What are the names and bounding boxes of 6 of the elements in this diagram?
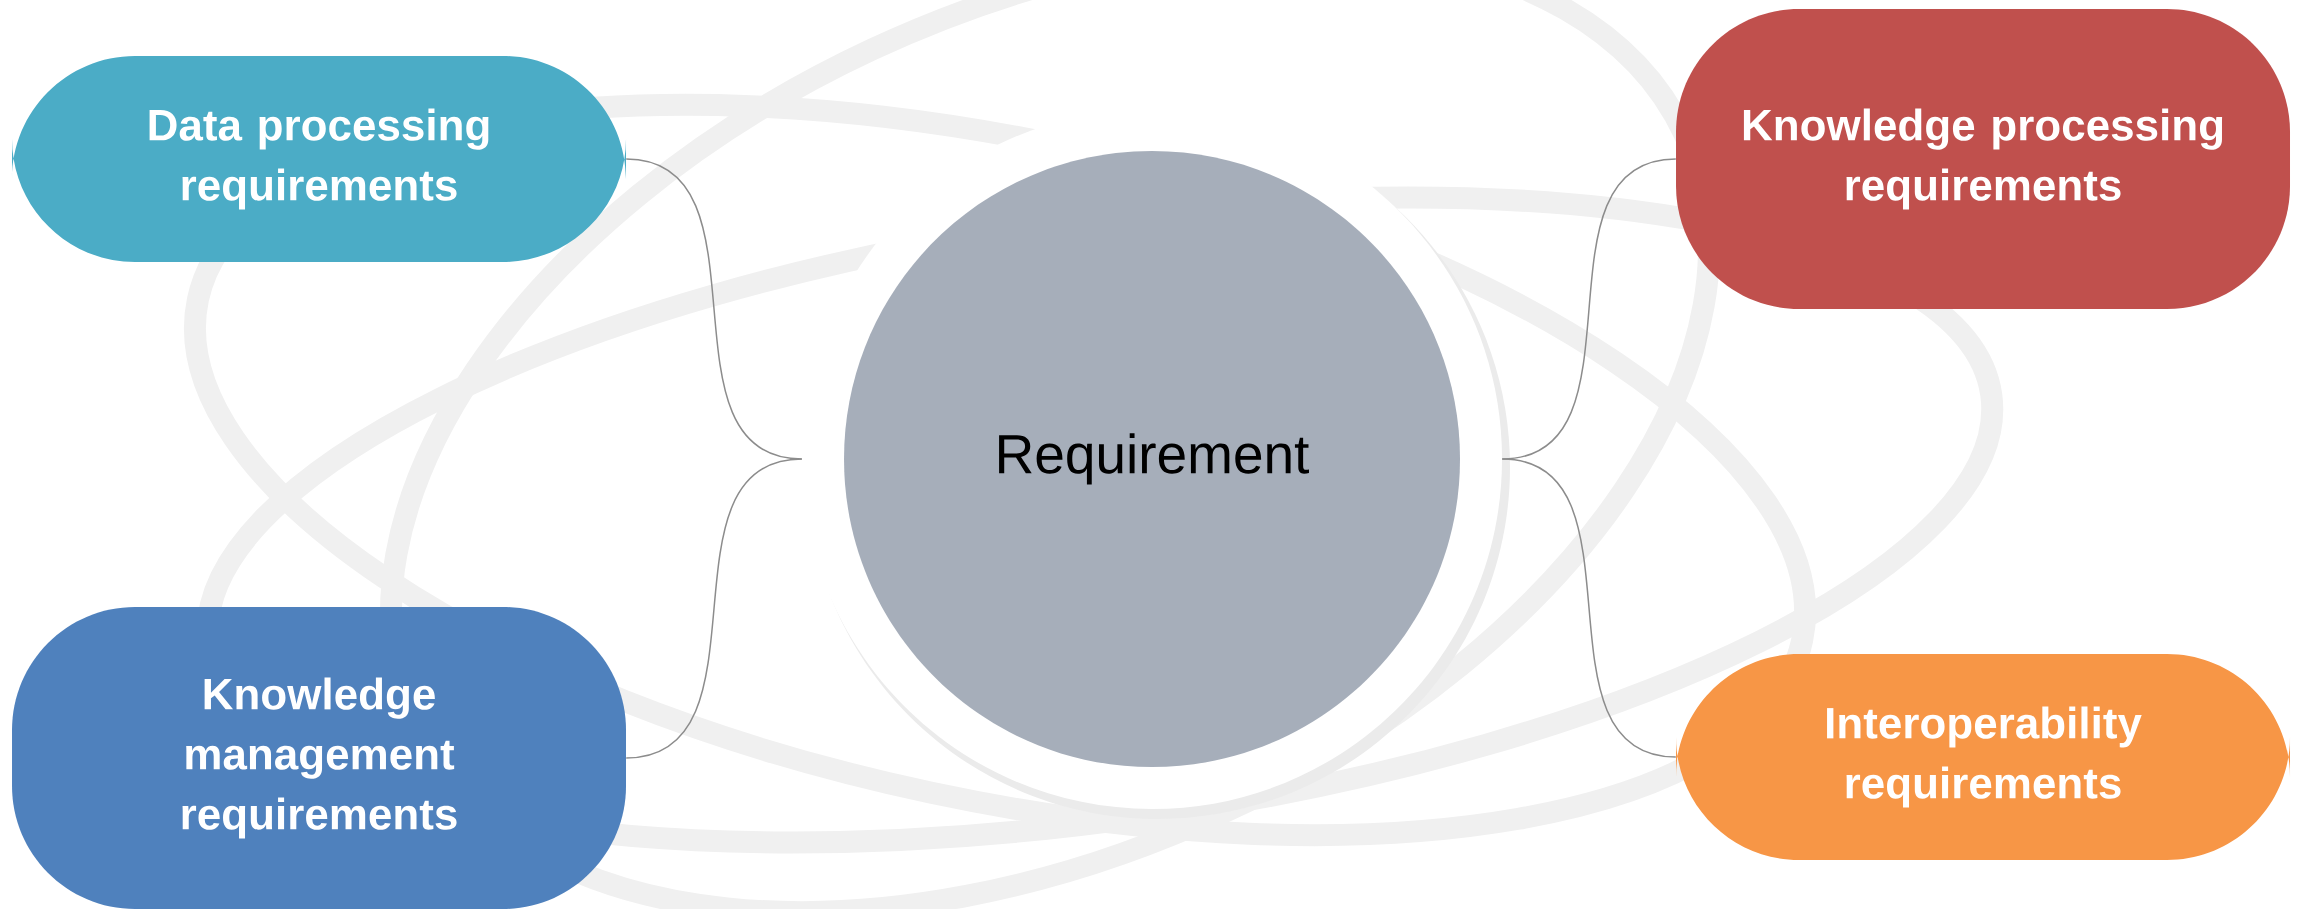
connector-line <box>1501 458 1677 758</box>
pill-box: Knowledge management requirements <box>12 607 626 909</box>
pill-box: Interoperability requirements <box>1676 654 2290 860</box>
pill-box: Data processing requirements <box>12 56 626 262</box>
pill-box: Knowledge processing requirements <box>1676 9 2290 309</box>
connector-line <box>625 458 803 759</box>
